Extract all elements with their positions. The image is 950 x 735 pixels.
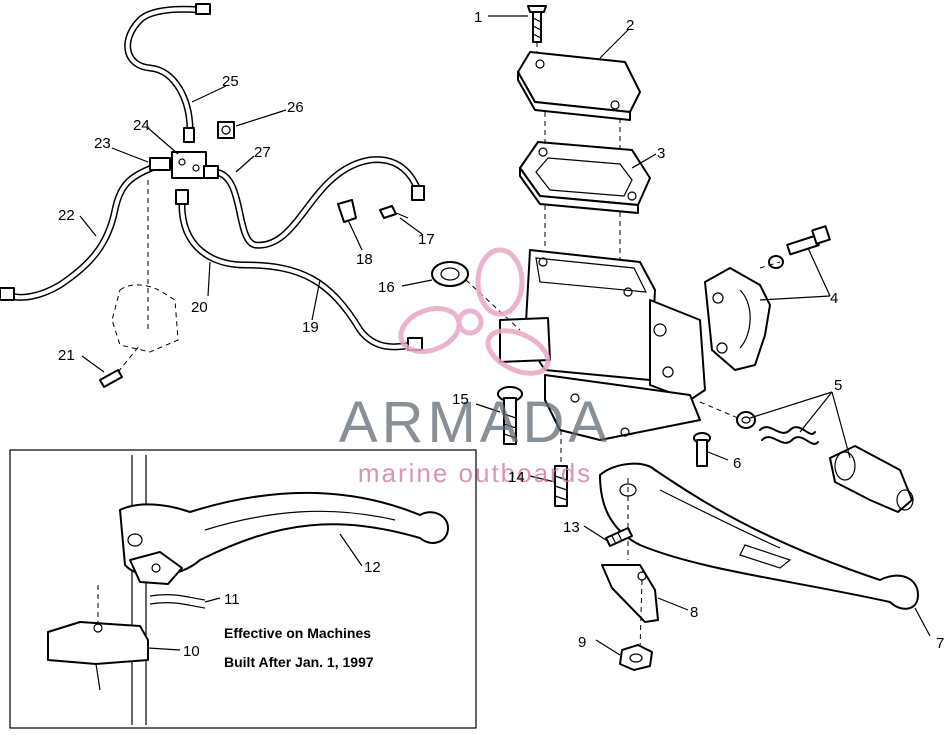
- fitting-23: [149, 157, 171, 171]
- callout-25: 25: [222, 73, 239, 90]
- propeller-hub: [456, 308, 484, 336]
- callout-1: 1: [474, 9, 482, 26]
- pivot-pin-6: [693, 432, 711, 467]
- leader-lines: [79, 15, 931, 656]
- callout-26: 26: [287, 99, 304, 116]
- brake-line-25: [124, 3, 211, 143]
- diaphragm-gasket-3: [519, 141, 651, 214]
- callout-23: 23: [94, 135, 111, 152]
- callout-24: 24: [133, 117, 150, 134]
- adjust-screw-13: [605, 527, 633, 547]
- lever-spacer-10: [47, 621, 149, 665]
- clip-18: [337, 199, 357, 223]
- fitting-26: [217, 121, 235, 139]
- callout-6: 6: [733, 455, 741, 472]
- callout-14: 14: [508, 469, 525, 486]
- callout-18: 18: [356, 251, 373, 268]
- callout-7: 7: [936, 635, 944, 652]
- callout-9: 9: [578, 634, 586, 651]
- watermark-logo: [398, 247, 551, 376]
- propeller-blade-top: [475, 247, 525, 317]
- callout-13: 13: [563, 519, 580, 536]
- callout-3: 3: [657, 145, 665, 162]
- brake-line-27: [211, 156, 425, 249]
- clamp-bolt-4: [768, 225, 831, 269]
- callout-15: 15: [452, 391, 469, 408]
- callout-20: 20: [191, 299, 208, 316]
- callout-19: 19: [302, 319, 319, 336]
- brake-lever-7: [599, 462, 919, 610]
- callout-8: 8: [690, 604, 698, 621]
- reservoir-cover-2: [517, 51, 641, 121]
- lever-bracket-12: [129, 551, 183, 585]
- plunger-kit-5: [736, 411, 914, 513]
- watermark-tagline: marine outboards: [358, 458, 592, 488]
- handlebar-clamp-4: [704, 267, 771, 371]
- callout-16: 16: [378, 279, 395, 296]
- watermark-brand: ARMADA: [339, 390, 611, 455]
- spring-clip-11: [149, 594, 206, 609]
- callout-2: 2: [626, 17, 634, 34]
- brake-lever-12: [119, 491, 449, 577]
- junction-block: [171, 151, 207, 179]
- propeller-blade-left: [398, 306, 462, 354]
- screw-17: [379, 205, 409, 219]
- callout-5: 5: [834, 377, 842, 394]
- inset-note-line2: Built After Jan. 1, 1997: [224, 654, 374, 670]
- inset-note-line1: Effective on Machines: [224, 625, 371, 641]
- bolt-15: [497, 386, 523, 445]
- master-cylinder-body: [499, 249, 706, 441]
- callout-4: 4: [830, 290, 838, 307]
- washer-16: [431, 261, 469, 287]
- callout-17: 17: [418, 231, 435, 248]
- callout-10: 10: [183, 643, 200, 660]
- nut-9: [619, 644, 653, 671]
- callout-12: 12: [364, 559, 381, 576]
- brake-line-19-20: [175, 189, 423, 351]
- fitting-27: [203, 165, 219, 179]
- bolt-14: [554, 465, 568, 507]
- callout-21: 21: [58, 347, 75, 364]
- callout-11: 11: [224, 591, 240, 608]
- screw-21: [99, 344, 141, 388]
- brake-line-22: [0, 161, 164, 301]
- callout-27: 27: [254, 144, 271, 161]
- screw-1: [527, 5, 547, 43]
- propeller-blade-right: [485, 328, 551, 376]
- inset-frame: [9, 449, 477, 729]
- lever-spacer-8: [601, 564, 659, 623]
- callout-22: 22: [58, 207, 75, 224]
